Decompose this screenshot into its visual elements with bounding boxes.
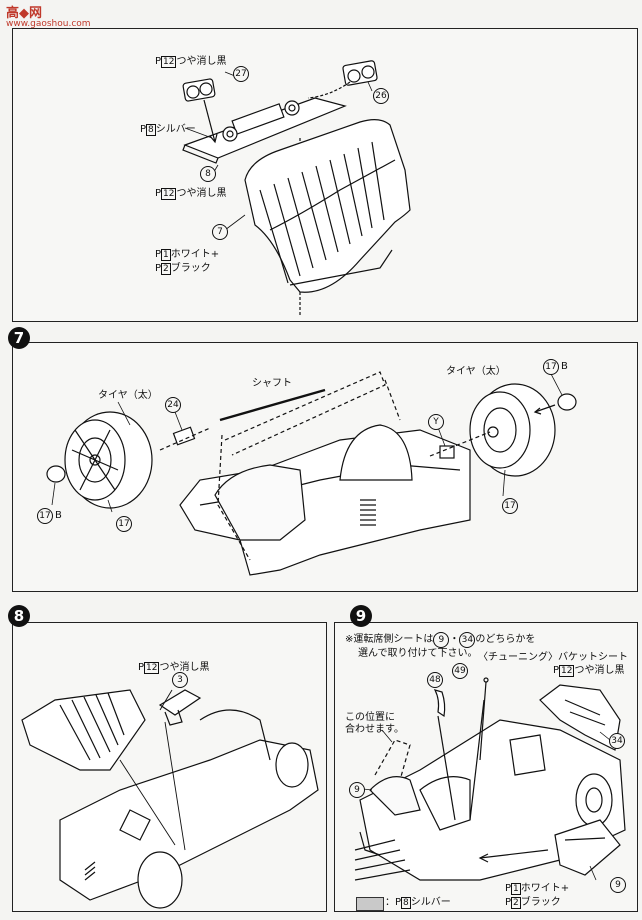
- tire-right-label: タイヤ（太）: [446, 366, 506, 377]
- part-17-right-top-suffix: B: [561, 361, 568, 372]
- part-17-left-cap-suffix: B: [55, 510, 62, 521]
- step8-badge: 8: [8, 605, 30, 627]
- step7-badge: 7: [8, 327, 30, 349]
- watermark-text: 高◆网: [6, 6, 42, 21]
- part-48-badge: 48: [427, 672, 443, 688]
- part-7-badge: 7: [212, 224, 228, 240]
- step9-badge: 9: [350, 605, 372, 627]
- part-17-right-top-badge: 17: [543, 359, 559, 375]
- silver-swatch: [356, 897, 384, 911]
- tire-left-label: タイヤ（太）: [98, 390, 158, 401]
- part-8-badge: 8: [200, 166, 216, 182]
- step6-panel: [12, 28, 638, 322]
- part-24-badge: 24: [165, 397, 181, 413]
- part-17-left-cap-badge: 17: [37, 508, 53, 524]
- watermark-url: www.gaoshou.com: [6, 19, 91, 29]
- part-17-left-tire-badge: 17: [116, 516, 132, 532]
- part-Y-badge: Y: [428, 414, 444, 430]
- site-watermark: 高◆网 www.gaoshou.com: [6, 2, 91, 29]
- part-9-left-badge: 9: [349, 782, 365, 798]
- step9-note-line2: 選んで取り付けて下さい。: [358, 648, 478, 659]
- part-34-badge: 34: [609, 733, 625, 749]
- part-9-bottom-badge: 9: [610, 877, 626, 893]
- part-26-badge: 26: [373, 88, 389, 104]
- part-27-badge: 27: [233, 66, 249, 82]
- position-note-2: 合わせます。: [345, 724, 404, 735]
- part-49-badge: 49: [452, 663, 468, 679]
- part-17-right-tire-badge: 17: [502, 498, 518, 514]
- part-3-badge: 3: [172, 672, 188, 688]
- bucket-seat-label: 〈チューニング〉バケットシート: [478, 652, 628, 663]
- step7-panel: [12, 342, 638, 592]
- shaft-label: シャフト: [252, 378, 292, 389]
- position-note-1: この位置に: [345, 712, 395, 723]
